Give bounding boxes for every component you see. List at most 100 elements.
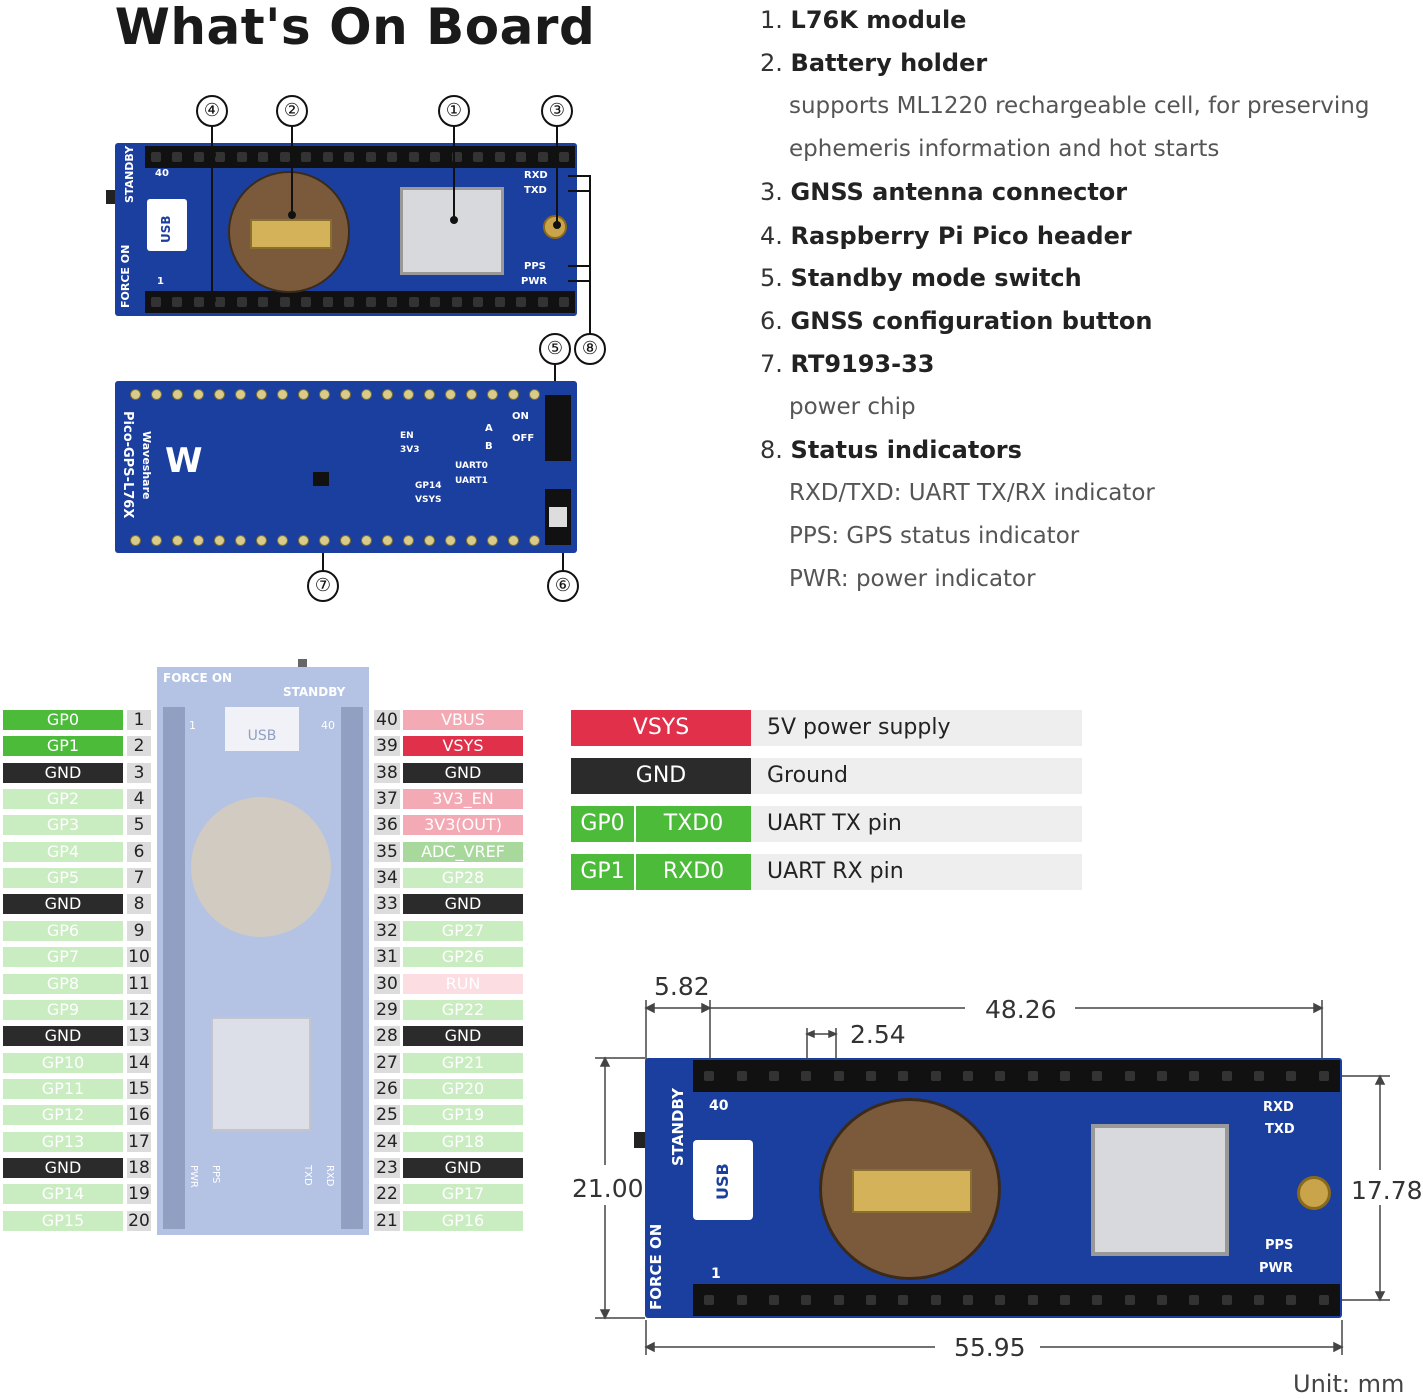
jumper-label-gp14: GP14 (415, 481, 442, 491)
pin-number-right: 37 (374, 789, 400, 809)
feature-item: 5. Standby mode switch (760, 264, 1082, 292)
pin-number-left: 17 (127, 1132, 151, 1152)
dim-switch-nub (634, 1132, 645, 1148)
pin-number-right: 28 (374, 1026, 400, 1046)
legend-description: UART RX pin (751, 854, 1082, 890)
dim-height: 21.00 (572, 1174, 644, 1203)
pin-number-left: 4 (127, 789, 151, 809)
dim-led-pwr: PWR (1259, 1261, 1293, 1276)
pin-number-right: 27 (374, 1053, 400, 1073)
pin-label-left: GP13 (3, 1132, 123, 1152)
pin-number-right: 24 (374, 1132, 400, 1152)
feature-item: 6. GNSS configuration button (760, 307, 1153, 335)
pin-number-left: 13 (127, 1026, 151, 1046)
pin-number-left: 16 (127, 1105, 151, 1125)
dimension-lines (595, 1000, 1390, 1355)
board-front: STANDBY FORCE ON 40 1 USB RXD TXD PPS PW… (115, 143, 577, 316)
feature-item: 3. GNSS antenna connector (760, 178, 1128, 206)
config-button-icon (545, 489, 571, 545)
pin-label-right: 3V3(OUT) (403, 815, 523, 835)
legend-pin: GND (571, 758, 751, 794)
pin-number-right: 40 (374, 710, 400, 730)
jumper-label-en: EN (400, 431, 414, 441)
pin-number-right: 25 (374, 1105, 400, 1125)
pin-number-left: 11 (127, 974, 151, 994)
pin-label-left: GND (3, 1026, 123, 1046)
led-label-pps: PPS (524, 261, 546, 272)
pin-number-right: 23 (374, 1158, 400, 1178)
callout-4: ④ (196, 95, 228, 127)
pin-label-right: GP26 (403, 947, 523, 967)
dim-led-rxd: RXD (1263, 1100, 1294, 1115)
callout-2: ② (276, 95, 308, 127)
feature-item: 8. Status indicators (760, 436, 1022, 464)
pin-number-right: 26 (374, 1079, 400, 1099)
feature-item: 2. Battery holder (760, 49, 988, 77)
jumper-label-vsys: VSYS (415, 495, 442, 505)
dim-battery-icon (819, 1098, 1001, 1280)
feature-item: 4. Raspberry Pi Pico header (760, 222, 1132, 250)
pinout-module-icon (211, 1017, 311, 1131)
pinout-usb-marker: USB (225, 707, 299, 751)
pin-label-right: GND (403, 763, 523, 783)
header-pins (145, 146, 575, 168)
dim-span: 48.26 (985, 995, 1057, 1024)
pinout-switch-nub (298, 659, 307, 667)
pin-number-left: 18 (127, 1158, 151, 1178)
pin-label-right: GND (403, 1158, 523, 1178)
pin-number-left: 19 (127, 1184, 151, 1204)
pin-number-right: 31 (374, 947, 400, 967)
pin-number-left: 5 (127, 815, 151, 835)
legend-pin: GP0 (571, 806, 634, 842)
brand-label: Waveshare (140, 431, 153, 500)
switch-label-on: ON (512, 411, 529, 422)
pin-label-left: GP1 (3, 736, 123, 756)
pin-number-right: 36 (374, 815, 400, 835)
pin-number-left: 1 (127, 710, 151, 730)
pin-number-left: 15 (127, 1079, 151, 1099)
pin-label-left: GP14 (3, 1184, 123, 1204)
pin-number-left: 20 (127, 1211, 151, 1231)
callout-5: ⑤ (539, 333, 571, 365)
pinout-header-left (163, 707, 185, 1229)
jumper-label-b: B (485, 441, 493, 452)
pin-number-right: 33 (374, 894, 400, 914)
unit-label: Unit: mm (1293, 1370, 1405, 1398)
pin-label-right: GP17 (403, 1184, 523, 1204)
dimension-board: STANDBY FORCE ON 40 1 USB RXD TXD PPS PW… (645, 1058, 1342, 1318)
pin-label-left: GP3 (3, 815, 123, 835)
pin-label-left: GP15 (3, 1211, 123, 1231)
board-name: Pico-GPS-L76X (120, 411, 135, 519)
legend-pin: GP1 (571, 854, 634, 890)
jumper-label-a: A (485, 423, 493, 434)
pinout-header-right (341, 707, 363, 1229)
led-label-pwr: PWR (521, 276, 548, 287)
pin-number-left: 2 (127, 736, 151, 756)
legend-function: RXD0 (636, 854, 751, 890)
callout-8: ⑧ (574, 333, 606, 365)
pin-label-left: GP8 (3, 974, 123, 994)
pin-label-right: GP22 (403, 1000, 523, 1020)
l76k-module-icon (400, 187, 504, 275)
dim-width: 55.95 (954, 1333, 1026, 1362)
jumper-label-uart0: UART0 (455, 461, 488, 471)
legend-function: TXD0 (636, 806, 751, 842)
pin-number-right: 22 (374, 1184, 400, 1204)
pin-mark-1: 1 (157, 276, 164, 287)
standby-switch-icon (545, 395, 571, 461)
pin-label-right: GND (403, 894, 523, 914)
header-pins (693, 1060, 1340, 1092)
usb-marker: USB (147, 199, 187, 251)
pin-header-top (145, 146, 575, 168)
dim-led-pps: PPS (1265, 1238, 1294, 1253)
pin-number-right: 29 (374, 1000, 400, 1020)
dim-pin-mark-40: 40 (709, 1098, 729, 1114)
pin-label-right: GP27 (403, 921, 523, 941)
standby-switch-nub (106, 190, 115, 204)
pin-label-right: 3V3_EN (403, 789, 523, 809)
pinout-board: FORCE ON STANDBY 1 40 USB PWR PPS TXD RX… (157, 667, 369, 1235)
pin-label-left: GP2 (3, 789, 123, 809)
switch-label-off: OFF (512, 433, 535, 444)
